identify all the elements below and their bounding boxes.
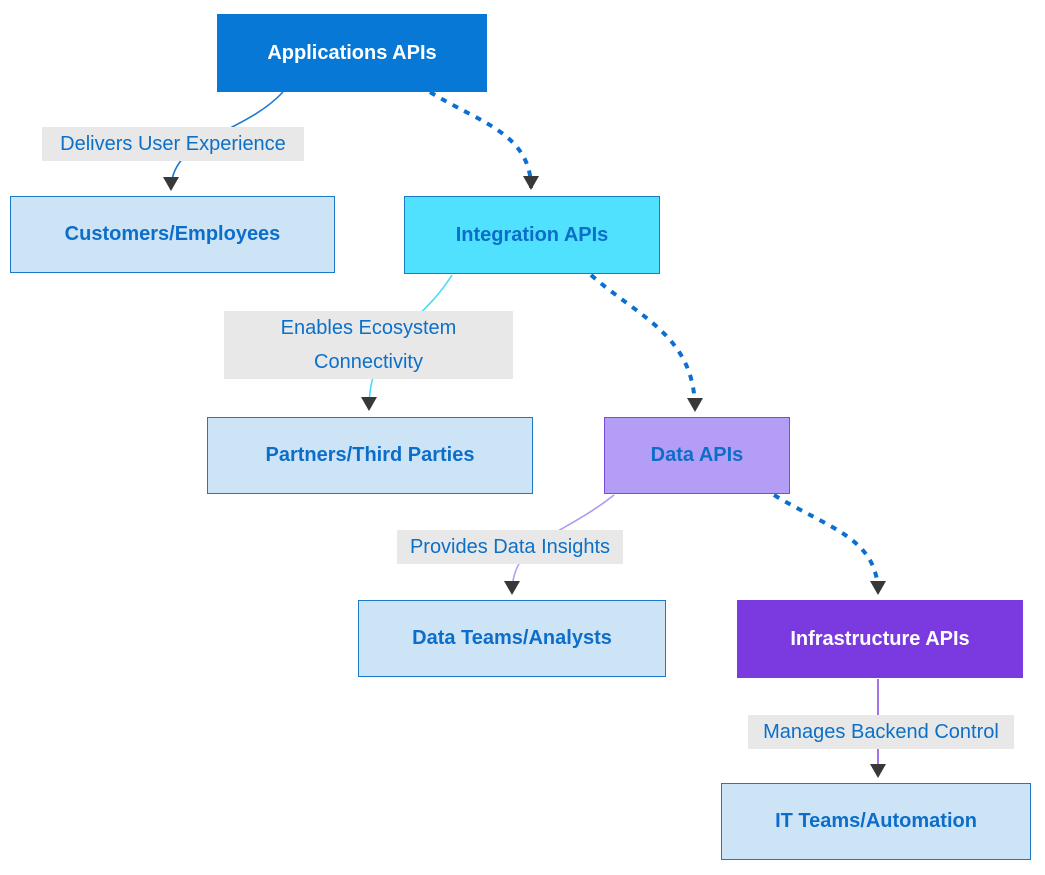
node-label: Integration APIs	[455, 223, 609, 246]
node-label: Customers/Employees	[64, 223, 281, 245]
node-label: Infrastructure APIs	[790, 627, 970, 650]
edge-label-manages-backend-control: Manages Backend Control	[748, 715, 1014, 749]
node-label: Partners/Third Parties	[265, 444, 475, 466]
edge-label-enables-ecosystem-connectivity: Enables Ecosystem Connectivity	[224, 311, 513, 379]
node-applications-apis: Applications APIs	[217, 14, 487, 92]
edge-data-infrastructure	[772, 493, 886, 595]
edge-label-provides-data-insights: Provides Data Insights	[397, 530, 623, 564]
edge-integration-data	[589, 273, 703, 412]
node-customers-employees: Customers/Employees	[10, 196, 335, 273]
node-label: IT Teams/Automation	[775, 810, 977, 832]
node-integration-apis: Integration APIs	[404, 196, 660, 274]
node-it-teams-automation: IT Teams/Automation	[721, 783, 1031, 860]
node-partners-third-parties: Partners/Third Parties	[207, 417, 533, 494]
node-label: Data Teams/Analysts	[412, 627, 612, 649]
node-label: Data APIs	[650, 444, 744, 466]
node-data-teams-analysts: Data Teams/Analysts	[358, 600, 666, 677]
node-data-apis: Data APIs	[604, 417, 790, 494]
node-infrastructure-apis: Infrastructure APIs	[737, 600, 1023, 678]
node-label: Applications APIs	[267, 41, 437, 64]
edge-label-delivers-user-experience: Delivers User Experience	[42, 127, 304, 161]
edge-applications-integration	[428, 90, 539, 190]
